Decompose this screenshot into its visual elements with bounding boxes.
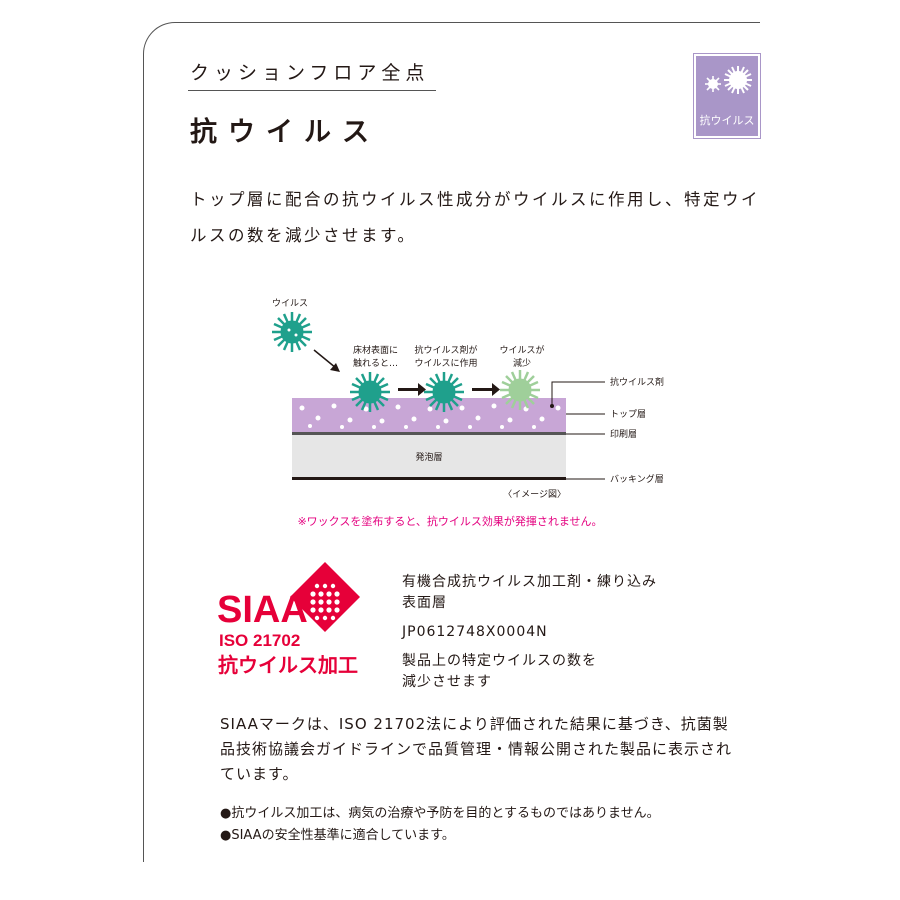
page-title: 抗ウイルス: [190, 117, 380, 148]
iso-text: ISO 21702: [219, 631, 300, 650]
print-layer: [292, 432, 566, 435]
antivirus-badge: 抗ウイルス: [693, 53, 761, 139]
step3-line1: ウイルスが: [499, 344, 544, 356]
top-layer-label: トップ層: [610, 409, 646, 420]
wax-warning: ※ワックスを塗布すると、抗ウイルス効果が発揮されません。: [297, 515, 603, 528]
backing-layer: [292, 477, 566, 480]
siaa-info-line4: 減少させます: [402, 674, 492, 690]
step3-line2: 減少: [513, 357, 531, 369]
content-frame: [143, 22, 783, 862]
step1-line2: 触れると…: [353, 357, 398, 369]
agent-label: 抗ウイルス剤: [610, 376, 664, 388]
print-layer-label: 印刷層: [610, 428, 637, 440]
step2-line1: 抗ウイルス剤が: [414, 344, 477, 356]
arrow-right-icon: [418, 383, 426, 396]
image-caption: 〈イメージ図〉: [503, 489, 566, 500]
registration-number: JP0612748X0004N: [402, 624, 548, 640]
description-text: トップ層に配合の抗ウイルス性成分がウイルスに作用し、特定ウイルスの数を減少させま…: [190, 190, 760, 245]
step2-line2: ウイルスに作用: [414, 357, 477, 369]
virus-acting-icon: [422, 370, 466, 414]
siaa-explanation: SIAAマークは、ISO 21702法により評価された結果に基づき、抗菌製品技術…: [220, 715, 733, 783]
foam-layer-label: 発泡層: [415, 451, 442, 463]
siaa-diamond-icon: [290, 562, 360, 632]
virus-contact-icon: [348, 370, 392, 414]
notes-list: ●抗ウイルス加工は、病気の治療や予防を目的とするものではありません。 ●SIAA…: [220, 803, 660, 847]
siaa-info-line3: 製品上の特定ウイルスの数を: [402, 653, 597, 669]
foam-layer: [292, 435, 566, 477]
arrow-down-icon: [330, 363, 340, 372]
arrow-right-icon: [492, 383, 500, 396]
siaa-mark-text: 抗ウイルス加工: [218, 653, 358, 677]
virus-reduced-icon: [498, 368, 542, 412]
siaa-logo: SIAA ISO 21702 抗ウイルス加工: [217, 562, 360, 677]
siaa-logo-text: SIAA: [217, 589, 308, 631]
virus-floating-icon: [270, 310, 314, 354]
layer-diagram: 発泡層 ウイルス 床材表面に 触れると… 抗ウイルス剤が ウイルスに作用 ウイル…: [270, 298, 664, 500]
virus-icon: [705, 66, 752, 94]
badge-label: 抗ウイルス: [699, 114, 755, 127]
note-item: ●SIAAの安全性基準に適合しています。: [220, 828, 455, 843]
siaa-info-line2: 表面層: [402, 595, 447, 611]
note-item: ●抗ウイルス加工は、病気の治療や予防を目的とするものではありません。: [220, 806, 660, 821]
category-divider: [188, 90, 436, 91]
siaa-info: 有機合成抗ウイルス加工剤・練り込み 表面層 JP0612748X0004N 製品…: [402, 572, 657, 693]
backing-layer-label: バッキング層: [610, 473, 664, 485]
step1-line1: 床材表面に: [353, 344, 398, 356]
virus-label: ウイルス: [272, 298, 308, 309]
siaa-info-line1: 有機合成抗ウイルス加工剤・練り込み: [402, 574, 657, 590]
category-label: クッションフロア全点: [190, 62, 430, 84]
